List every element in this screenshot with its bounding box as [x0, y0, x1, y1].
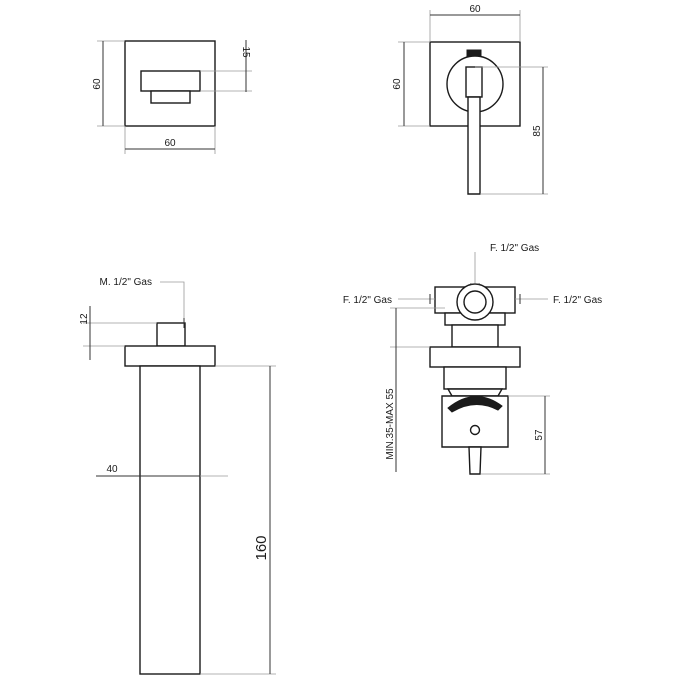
cartridge-body	[443, 366, 507, 390]
handle-lever	[468, 446, 482, 475]
valve-collar	[451, 324, 499, 348]
dim-body-depth: MIN.35-MAX 55	[385, 388, 396, 460]
mounting-plate-body	[429, 346, 521, 368]
dim-spout-length: 160	[253, 535, 270, 560]
side-view-spout: M. 1/2" Gas 12 40 160	[79, 277, 276, 675]
spout-body	[139, 365, 201, 675]
dim-plate-width: 60	[164, 138, 176, 149]
inlet-port-inner	[463, 290, 487, 314]
label-side-connection: M. 1/2" Gas	[100, 277, 152, 288]
threaded-connector	[156, 322, 186, 347]
handle-cap-arc	[447, 396, 503, 413]
dim-plate-height: 60	[92, 78, 103, 90]
dim-lever-plate-width: 60	[469, 4, 481, 15]
dim-handle-height: 57	[534, 429, 545, 441]
slot-lower	[150, 90, 191, 104]
cartridge-nub	[466, 49, 482, 57]
cartridge-taper	[446, 388, 504, 397]
slot-outer	[140, 70, 201, 92]
dim-lever-plate-height: 60	[392, 78, 403, 90]
lever-arm	[467, 96, 481, 195]
lever-hub	[465, 66, 483, 98]
handle-screw	[469, 424, 481, 436]
label-top-connection: F. 1/2" Gas	[490, 243, 539, 254]
label-left-connection: F. 1/2" Gas	[343, 295, 392, 306]
front-view-plate-slot: 60 60 15	[92, 40, 252, 154]
front-view-plate-lever: 60 60 85	[392, 4, 548, 195]
dim-spout-width: 40	[106, 464, 118, 475]
dim-connector-height: 12	[79, 313, 90, 325]
side-view-valve-body: F. 1/2" Gas F. 1/2" Gas F. 1/2" Gas MIN.…	[343, 243, 602, 475]
dim-slot-height: 15	[240, 46, 251, 58]
mounting-plate-side	[124, 345, 216, 367]
dim-lever-length: 85	[532, 125, 543, 137]
label-right-connection: F. 1/2" Gas	[553, 295, 602, 306]
